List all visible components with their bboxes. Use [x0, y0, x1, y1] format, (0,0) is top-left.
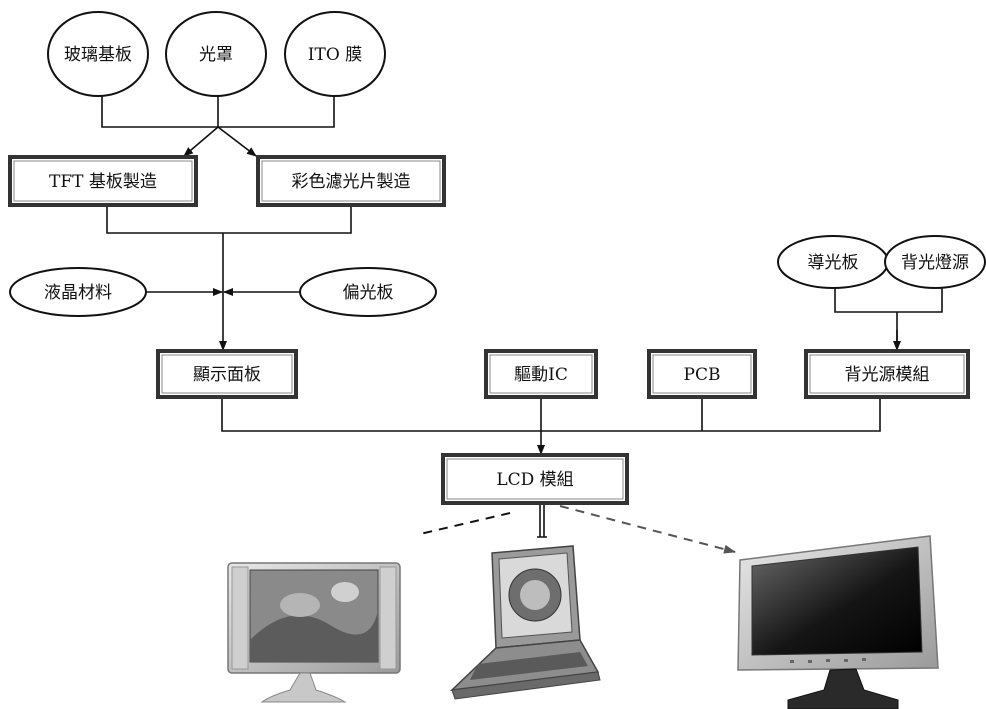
label-backlight-module: 背光源模組	[845, 365, 930, 385]
ellipse-mask: 光罩	[165, 11, 267, 97]
label-color-filter: 彩色濾光片製造	[292, 172, 411, 192]
arrow-to-tft	[183, 126, 219, 157]
ellipse-backlight-lamp: 背光燈源	[884, 235, 986, 289]
label-lcd-module: LCD 模組	[496, 470, 573, 490]
label-backlight-lamp: 背光燈源	[901, 253, 969, 273]
ellipse-ito: ITO 膜	[284, 11, 386, 97]
top-merge-line	[101, 95, 335, 128]
lcd-monitor-image	[737, 535, 939, 709]
box-color-filter: 彩色濾光片製造	[256, 155, 446, 207]
lcd-tv-image	[227, 562, 401, 703]
box-pcb: PCB	[647, 349, 757, 399]
notebook-image	[449, 545, 601, 700]
box-driver-ic: 驅動IC	[484, 349, 598, 399]
box-tft: TFT 基板製造	[8, 155, 198, 207]
output-stem	[537, 503, 547, 538]
ellipse-glass: 玻璃基板	[47, 11, 149, 97]
module-merge-line	[221, 397, 881, 432]
label-polarizer: 偏光板	[343, 283, 394, 303]
dashed-to-monitor	[559, 505, 736, 554]
label-ito: ITO 膜	[308, 45, 362, 65]
connector-lines	[101, 95, 943, 554]
ellipse-liquid-crystal: 液晶材料	[9, 267, 147, 317]
label-panel: 顯示面板	[193, 365, 261, 385]
box-panel: 顯示面板	[156, 349, 298, 399]
label-mask: 光罩	[199, 45, 233, 65]
box-lcd-module: LCD 模組	[441, 453, 629, 505]
backlight-merge-line	[834, 287, 943, 351]
arrow-to-color-filter	[217, 126, 257, 157]
label-light-guide: 導光板	[808, 253, 859, 273]
label-driver-ic: 驅動IC	[514, 365, 568, 385]
substrate-merge-line	[106, 205, 352, 292]
ellipse-light-guide: 導光板	[777, 235, 889, 289]
dashed-to-tv	[419, 512, 511, 535]
ellipse-polarizer: 偏光板	[299, 267, 437, 317]
label-glass: 玻璃基板	[64, 45, 132, 65]
label-tft: TFT 基板製造	[49, 172, 157, 192]
box-backlight-module: 背光源模組	[804, 349, 970, 399]
label-pcb: PCB	[684, 365, 721, 385]
label-liquid-crystal: 液晶材料	[44, 283, 112, 303]
